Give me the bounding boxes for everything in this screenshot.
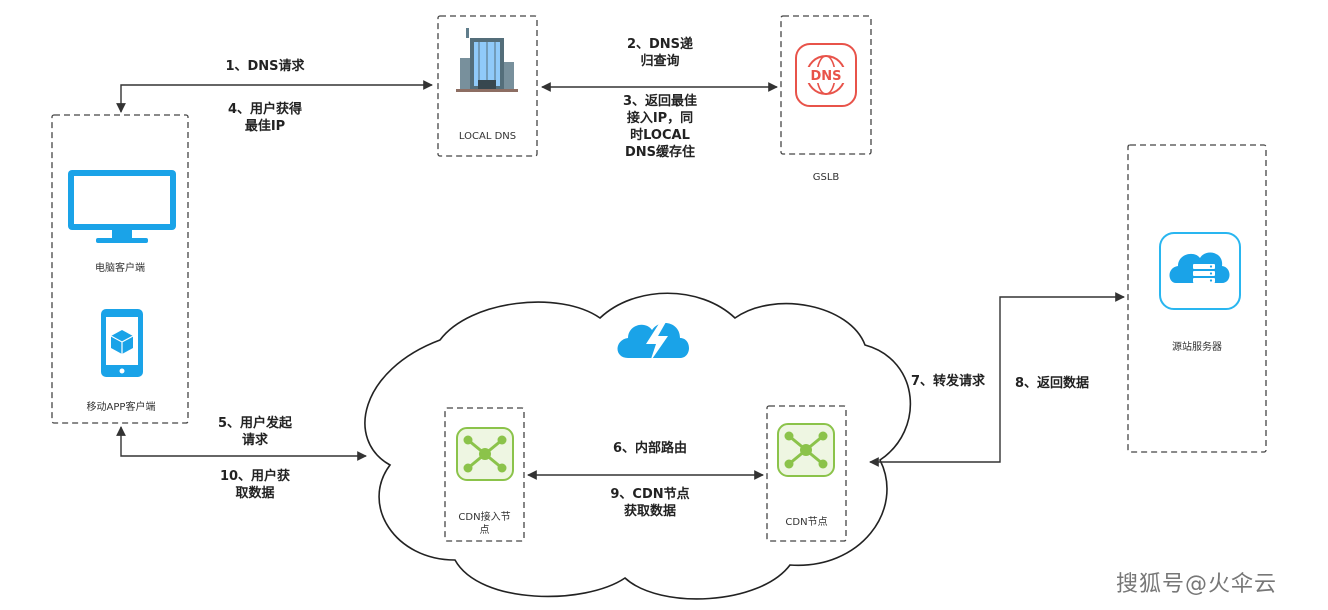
watermark-text: 搜狐号@火伞云 xyxy=(1116,572,1278,597)
step-3-line: 接入IP，同 xyxy=(626,111,694,126)
step-8-line: 8、返回数据 xyxy=(1014,376,1090,391)
cdn-access-box xyxy=(444,407,525,542)
svg-text:DNS: DNS xyxy=(810,69,841,84)
step-6-label: 6、内部路由 xyxy=(585,440,715,457)
origin-server-label: 源站服务器 xyxy=(1172,342,1222,353)
step-6-line: 6、内部路由 xyxy=(612,441,688,456)
step-9-label: 9、CDN节点 获取数据 xyxy=(585,486,715,520)
pc-client-label: 电脑客户端 xyxy=(95,263,145,274)
step-7-line: 7、转发请求 xyxy=(910,374,986,389)
arrow-cdn-origin xyxy=(869,292,1125,467)
origin-box xyxy=(1127,144,1267,453)
cdn-node-label: CDN节点 xyxy=(785,517,828,528)
cdn-access-node-label-line1: CDN接入节 xyxy=(458,512,511,523)
step-4-line: 4、用户获得 xyxy=(227,102,303,117)
step-7-label: 7、转发请求 xyxy=(898,373,998,390)
step-4-label: 4、用户获得 最佳IP xyxy=(200,101,330,135)
mobile-app-label: 移动APP客户端 xyxy=(86,402,156,413)
cdn-access-node-label: CDN接入节 点 xyxy=(445,511,524,537)
step-10-label: 10、用户获 取数据 xyxy=(185,468,325,502)
local-dns-label: LOCAL DNS xyxy=(458,131,517,142)
building-icon xyxy=(456,28,518,92)
step-5-label: 5、用户发起 请求 xyxy=(190,415,320,449)
step-3-line: 时LOCAL xyxy=(630,128,690,143)
step-2-line: 2、DNS递 xyxy=(626,37,694,52)
step-10-line: 取数据 xyxy=(235,486,275,501)
step-3-line: 3、返回最佳 xyxy=(622,94,698,109)
gslb-label: GSLB xyxy=(812,172,840,183)
gslb-box xyxy=(780,15,872,155)
cdn-cloud-outline xyxy=(364,292,912,600)
step-2-line: 归查询 xyxy=(640,54,680,69)
client-group-box xyxy=(51,114,189,424)
arrow-client-localdns xyxy=(116,80,433,113)
phone-icon xyxy=(101,309,143,377)
step-1-label: 1、DNS请求 xyxy=(200,58,330,75)
arrow-client-cdn xyxy=(116,426,367,461)
step-10-line: 10、用户获 xyxy=(219,469,291,484)
step-5-line: 请求 xyxy=(241,433,268,448)
monitor-icon xyxy=(68,170,176,243)
network-hub-icon xyxy=(777,423,835,477)
step-3-line: DNS缓存住 xyxy=(624,145,696,160)
local-dns-box xyxy=(437,15,538,157)
cdn-node-box xyxy=(766,405,847,542)
cloud-lightning-icon xyxy=(617,322,689,362)
network-hub-icon xyxy=(456,427,514,481)
step-9-line: 9、CDN节点 xyxy=(610,487,690,502)
step-9-line: 获取数据 xyxy=(623,504,676,519)
step-8-label: 8、返回数据 xyxy=(1002,375,1102,392)
step-5-line: 5、用户发起 xyxy=(217,416,293,431)
dns-globe-icon: DNS xyxy=(795,43,857,107)
step-3-label: 3、返回最佳 接入IP，同 时LOCAL DNS缓存住 xyxy=(595,93,725,161)
step-2-label: 2、DNS递 归查询 xyxy=(595,36,725,70)
cloud-server-icon xyxy=(1159,232,1241,310)
step-1-line: 1、DNS请求 xyxy=(225,59,305,74)
step-4-line: 最佳IP xyxy=(244,119,286,134)
cdn-access-node-label-line2: 点 xyxy=(479,525,490,536)
